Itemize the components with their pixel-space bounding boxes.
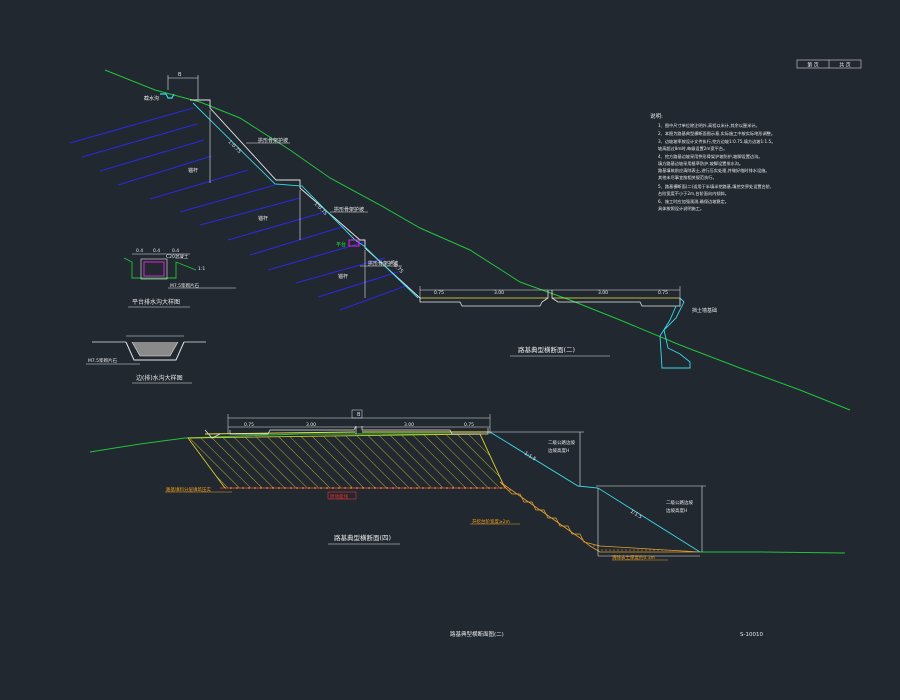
bottom-right-lower-note-2: 边坡高度H [666,507,687,514]
detail-side-ditch: M7.5浆砌片石 边(排)水沟大样图 [86,335,206,384]
top-dim-lines [167,75,366,298]
slope-protection-line [192,102,419,299]
notes-line-8: 其他未尽事宜按相关规范执行。 [658,174,717,181]
bottom-road-dim-2: 3.00 [306,422,316,428]
bottom-right-upper-note-2: 边坡高度H [548,447,569,454]
top-note-anchor3: 锚杆 [338,273,348,280]
bottom-slope-cyan [489,431,701,553]
bottom-note-strip: 清除表土厚度约0.3m [612,554,655,561]
drawing-number: S-10010 [740,632,763,638]
top-note-mid: 拱形骨架护坡 [334,206,364,213]
bottom-road-dim-3: 3.00 [404,422,414,428]
platform-dim-2: 0.4 [153,248,160,254]
notes-line-11: 6、施工时应加强观测,确保边坡稳定。 [658,198,729,205]
platform-title: 平台排水沟大样图 [132,298,180,306]
bottom-right-lower-note-1: 二级公路边坡 [666,499,693,506]
platform-dim-3: 0.4 [172,248,179,254]
fill-body [187,433,506,489]
top-road-dim-4: 0.75 [658,290,668,296]
top-slope-label-1: 1:0.75 [227,139,243,155]
top-road-dim-1: 0.75 [434,290,444,296]
notes-title: 说明: [650,112,663,120]
top-note-green: 平台 [336,241,346,248]
bottom-top-dim-b: B [357,412,361,418]
platform-ditch-marker [348,239,360,247]
title-block-total: 共 页 [839,62,851,69]
platform-note-side: 1:1 [198,266,205,272]
top-note-anchor2: 锚杆 [258,215,268,222]
top-note-lower: 拱形骨架护坡 [368,260,398,267]
top-gutter-label: 截水沟 [144,95,159,102]
top-road-dim-2: 3.00 [494,290,504,296]
title-block-page: 第 页 [807,62,819,69]
side-ditch-note: M7.5浆砌片石 [88,357,118,364]
top-dim-b: B [178,72,182,78]
platform-note-bottom: M7.5浆砌片石 [170,282,200,289]
section-bottom: B 0.75 3.00 3.00 0.75 1:1.5 1:1.5 二级公路边坡… [89,409,846,561]
bottom-ground-line [89,433,480,453]
platform-note-top: C20混凝土 [166,253,189,260]
stepped-fill [499,481,701,553]
bottom-dim-lines [490,431,706,557]
top-note-grass: 拱形骨架护坡 [258,137,288,144]
top-note-anchor1: 锚杆 [188,167,198,174]
retaining-wall [659,297,691,369]
title-block: 第 页 共 页 [796,59,862,69]
bottom-road: B 0.75 3.00 3.00 0.75 [204,409,491,435]
notes-line-3: 3、边坡坡率按设计文件执行,挖方边坡1:0.75,填方边坡1:1.5。 [658,138,775,145]
anchor-lines [69,107,409,311]
bottom-note-step: 开挖台阶宽度≥2m [472,518,510,525]
top-section-title: 路基典型横断面(二) [518,345,575,354]
section-top: B 截水沟 1:0.75 1:0.75 1:0.75 拱形骨架护坡 锚杆 锚杆 … [69,69,851,411]
bottom-road-dim-1: 0.75 [244,422,254,428]
top-retaining-note: 挡土墙基础 [692,307,717,314]
notes-line-4: 坡高超过8m时,每级设置2m宽平台。 [658,145,727,152]
notes-line-10: 台阶宽度不小于2m,台阶面向内倾斜。 [658,190,729,197]
notes-line-9: 5、路基横断面(二)适用于半填半挖路基,填挖交界处设置台阶, [658,183,771,190]
notes-line-2: 2、本图为路基典型横断面图示意,实际施工中按实际地形调整。 [658,130,775,137]
notes-block: 说明: 1、图中尺寸单位除注明外,高程以米计,其余以厘米计。 2、本图为路基典型… [650,112,775,212]
bottom-road-dim-4: 0.75 [464,422,474,428]
bottom-note-red: 原地面线 [330,493,348,500]
detail-platform-ditch: 0.4 0.4 0.4 C20混凝土 1:1 M7.5浆砌片石 平台排水沟大样图 [123,248,236,308]
bottom-slope-label-2: 1:1.5 [629,509,643,521]
platform-dim-1: 0.4 [136,248,143,254]
bottom-right-upper-note-1: 二级公路边坡 [548,439,575,446]
notes-line-7: 路基填筑前应清除表土,进行压实处理,并做好临时排水设施。 [658,167,770,174]
bottom-note-fill: 路基填料分层填筑压实 [166,486,211,493]
top-gutter [160,93,175,99]
top-ground-line [104,69,851,411]
side-ditch-title: 边(排)水沟大样图 [136,374,183,382]
notes-line-6: 填方路基边坡采用植草防护,坡脚设置排水沟。 [658,160,743,167]
notes-line-12: 具体按照设计说明施工。 [658,205,704,212]
drawing-label: 路基典型横断面图(二) [450,630,504,638]
top-road: 0.75 3.00 3.00 0.75 [419,286,681,307]
notes-line-1: 1、图中尺寸单位除注明外,高程以米计,其余以厘米计。 [658,122,760,129]
bottom-slope-label-1: 1:1.5 [523,451,537,463]
excavation-profile [190,99,421,299]
bottom-section-title: 路基典型横断面(四) [334,533,391,542]
notes-line-5: 4、挖方路基边坡采用拱形骨架护坡防护,坡脚设置边沟。 [658,153,763,160]
top-road-dim-3: 3.00 [598,290,608,296]
